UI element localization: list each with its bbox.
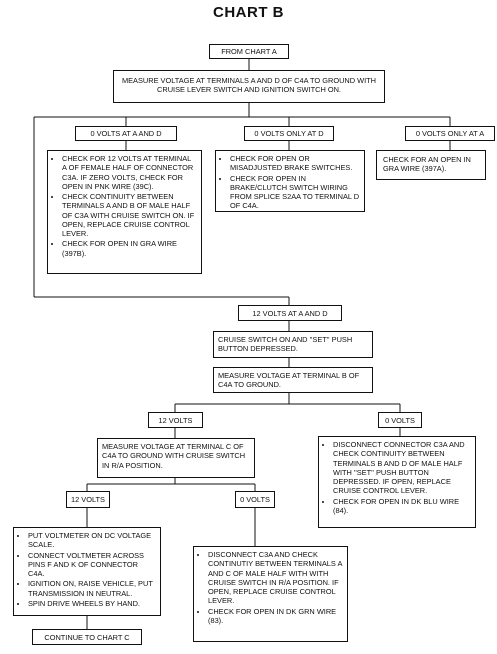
check-item: CHECK FOR OPEN IN BRAKE/CLUTCH SWITCH WI… [230,174,360,211]
cruise-switch-text: CRUISE SWITCH ON AND ''SET'' PUSH BUTTON… [218,335,353,354]
twelve-volts-c-box: 12 VOLTS [66,491,110,508]
zero-volts-a-and-d-box: 0 VOLTS AT A AND D [75,126,177,141]
twelve-volts-b-label: 12 VOLTS [158,416,193,425]
zero-volts-only-a-label: 0 VOLTS ONLY AT A [415,129,485,138]
zero-volts-c-box: 0 VOLTS [235,491,275,508]
check-item: PUT VOLTMETER ON DC VOLTAGE SCALE. [28,531,156,550]
check-item: DISCONNECT C3A AND CHECK CONTINUTIY BETW… [208,550,343,606]
check-item: CHECK FOR OPEN IN GRA WIRE (397B). [62,239,197,258]
twelve-volts-b-box: 12 VOLTS [148,412,203,428]
zero-volts-b-box: 0 VOLTS [378,412,422,428]
zero-volts-b-label: 0 VOLTS [385,416,415,425]
continue-chart-c-box: CONTINUE TO CHART C [32,629,142,645]
check-only-a-box: CHECK FOR AN OPEN IN GRA WIRE (397A). [376,150,486,180]
check-item: CHECK FOR OPEN IN DK BLU WIRE (84). [333,497,471,516]
measure-b-box: MEASURE VOLTAGE AT TERMINAL B OF C4A TO … [213,367,373,393]
cruise-switch-box: CRUISE SWITCH ON AND ''SET'' PUSH BUTTON… [213,331,373,358]
twelve-volts-a-and-d-label: 12 VOLTS AT A AND D [252,309,328,318]
checks-only-d-box: CHECK FOR OPEN OR MISADJUSTED BRAKE SWIT… [215,150,365,212]
checks-a-and-d-box: CHECK FOR 12 VOLTS AT TERMINAL A OF FEMA… [47,150,202,274]
checks-zero-c-box: DISCONNECT C3A AND CHECK CONTINUTIY BETW… [193,546,348,642]
check-item: CHECK FOR OPEN IN DK GRN WIRE (83). [208,607,343,626]
twelve-volts-c-label: 12 VOLTS [71,495,105,504]
checks-zero-b-box: DISCONNECT CONNECTOR C3A AND CHECK CONTI… [318,436,476,528]
zero-volts-c-label: 0 VOLTS [240,495,270,504]
measure-ad-box: MEASURE VOLTAGE AT TERMINALS A AND D OF … [113,70,385,103]
zero-volts-only-d-label: 0 VOLTS ONLY AT D [254,129,324,138]
zero-volts-only-d-box: 0 VOLTS ONLY AT D [244,126,334,141]
measure-c-box: MEASURE VOLTAGE AT TERMINAL C OF C4A TO … [97,438,255,478]
checks-only-d-list: CHECK FOR OPEN OR MISADJUSTED BRAKE SWIT… [220,154,360,211]
checks-zero-b-list: DISCONNECT CONNECTOR C3A AND CHECK CONTI… [323,440,471,515]
zero-volts-a-and-d-label: 0 VOLTS AT A AND D [90,129,162,138]
measure-b-text: MEASURE VOLTAGE AT TERMINAL B OF C4A TO … [218,371,360,390]
check-item: SPIN DRIVE WHEELS BY HAND. [28,599,156,608]
twelve-volts-a-and-d-box: 12 VOLTS AT A AND D [238,305,342,321]
measure-ad-text: MEASURE VOLTAGE AT TERMINALS A AND D OF … [121,76,377,95]
from-chart-a-label: FROM CHART A [221,47,277,56]
check-item: DISCONNECT CONNECTOR C3A AND CHECK CONTI… [333,440,471,496]
check-item: CONNECT VOLTMETER ACROSS PINS F AND K OF… [28,551,156,579]
checks-zero-c-list: DISCONNECT C3A AND CHECK CONTINUTIY BETW… [198,550,343,625]
check-item: CHECK FOR OPEN OR MISADJUSTED BRAKE SWIT… [230,154,360,173]
check-item: IGNITION ON, RAISE VEHICLE, PUT TRANSMIS… [28,579,156,598]
check-only-a-text: CHECK FOR AN OPEN IN GRA WIRE (397A). [383,155,471,174]
chart-title: CHART B [213,4,284,21]
checks-twelve-c-list: PUT VOLTMETER ON DC VOLTAGE SCALE. CONNE… [18,531,156,608]
from-chart-a-box: FROM CHART A [209,44,289,59]
check-item: CHECK CONTINUITY BETWEEN TERMINALS A AND… [62,192,197,238]
measure-c-text: MEASURE VOLTAGE AT TERMINAL C OF C4A TO … [102,442,246,470]
checks-a-and-d-list: CHECK FOR 12 VOLTS AT TERMINAL A OF FEMA… [52,154,197,258]
checks-twelve-c-box: PUT VOLTMETER ON DC VOLTAGE SCALE. CONNE… [13,527,161,616]
continue-chart-c-label: CONTINUE TO CHART C [44,633,130,642]
zero-volts-only-a-box: 0 VOLTS ONLY AT A [405,126,495,141]
check-item: CHECK FOR 12 VOLTS AT TERMINAL A OF FEMA… [62,154,197,191]
